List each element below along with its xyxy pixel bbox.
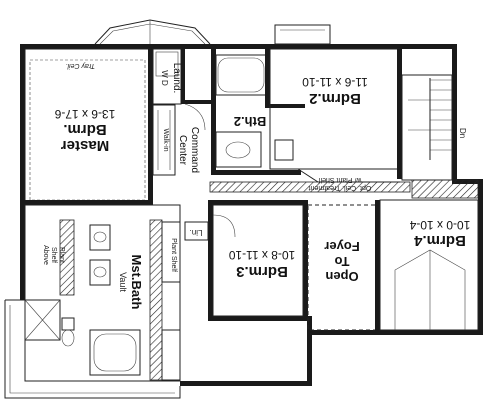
plant-shelf-2: Plant (58, 247, 65, 263)
exterior-walls (20, 44, 483, 386)
master-name-2: Bdrm. (63, 121, 106, 138)
command-center-label: Command Center (177, 127, 200, 173)
master-bay-window (94, 19, 211, 45)
dn-label: Dn (458, 128, 467, 138)
bdrm3-name: Bdrm.3 (236, 263, 288, 280)
foyer-line-1: Open (325, 269, 358, 284)
open-to-foyer-label: Open To Foyer (324, 239, 359, 284)
walk-in-label: Walk-in (162, 128, 169, 151)
bdrm4-name: Bdrm.4 (414, 232, 466, 249)
master-bedroom-label: Master Bdrm. 13-6 x 17-6 (54, 107, 115, 154)
linen-closet (184, 221, 209, 241)
command-line-1: Command (189, 127, 200, 173)
plant-shelf-above-label: Plant Shelf Above (42, 245, 65, 265)
bedroom-3-label: Bdrm.3 10-8 x 11-10 (228, 248, 295, 280)
master-bedroom (20, 48, 153, 205)
command-line-2: Center (177, 135, 188, 166)
plant-shelf-4: Above (42, 245, 49, 265)
laundry-room (152, 48, 185, 105)
laundry-line-1: Laund. (171, 63, 182, 94)
foyer-line-2: To (334, 254, 349, 269)
tray-ceiling-label: Tray Ceil. (66, 62, 95, 69)
laundry-line-2: W D (160, 70, 169, 86)
master-bath-label: Mst.Bath Vault (118, 255, 144, 310)
bdrm2-name: Bdrm.2 (309, 90, 361, 107)
bedroom-4-label: Bdrm.4 10-0 x 10-4 (409, 218, 470, 249)
bdrm2-dims: 11-6 x 11-10 (302, 75, 368, 89)
bedroom-3 (208, 200, 308, 320)
master-bath (20, 204, 181, 382)
bedroom-2-label: Bdrm.2 11-6 x 11-10 (302, 75, 368, 107)
walk-in-closet (152, 104, 176, 176)
plant-shelf-hatch (209, 179, 479, 199)
bedroom-4 (379, 199, 479, 331)
bdrm4-dims: 10-0 x 10-4 (409, 218, 470, 232)
opt-ceil-line-1: Opt. Ceil. Treatment (309, 184, 372, 191)
plant-shelf-label: Plant Shelf (170, 238, 177, 272)
foyer-line-3: Foyer (324, 239, 359, 254)
linen-label: Lin. (190, 228, 203, 237)
mstbath-name-2: Vault (118, 272, 128, 292)
stairs (401, 74, 453, 181)
command-center (184, 100, 211, 131)
opt-ceil-line-2: w/ Plant Shelf (319, 176, 363, 183)
bath-2-label: Bth.2 (234, 114, 267, 129)
plant-shelf-3: Shelf (50, 247, 57, 263)
bath-2 (211, 49, 305, 175)
open-to-foyer (307, 200, 380, 335)
mstbath-name-1: Mst.Bath (129, 255, 144, 310)
master-dims: 13-6 x 17-6 (54, 107, 115, 121)
laundry-label: Laund. W D (160, 63, 182, 94)
master-name-1: Master (61, 137, 110, 154)
opt-ceiling-label: Opt. Ceil. Treatment w/ Plant Shelf (309, 176, 372, 191)
bdrm3-dims: 10-8 x 11-10 (228, 248, 295, 262)
